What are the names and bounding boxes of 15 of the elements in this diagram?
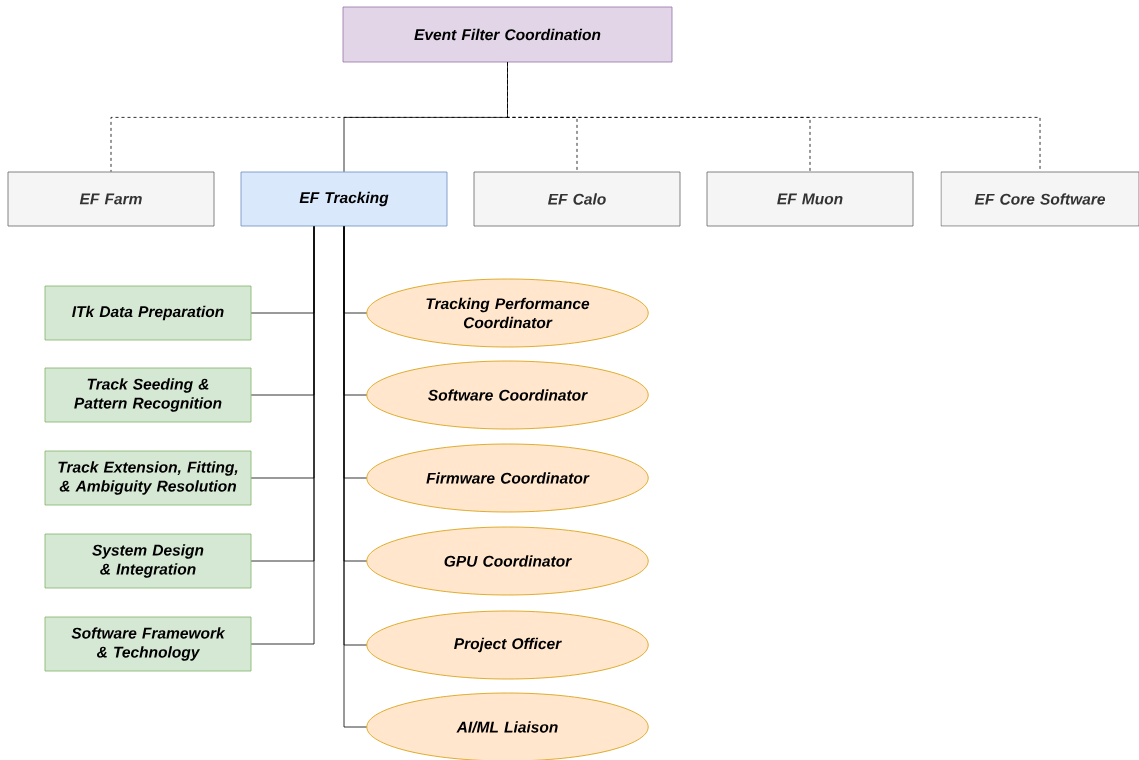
connector-line bbox=[507, 62, 1041, 172]
org-box: Event Filter Coordination bbox=[342, 6, 673, 63]
work-area-box: System Design & Integration bbox=[44, 533, 252, 589]
team-box: EF Tracking bbox=[240, 171, 448, 227]
work-area-box: Track Extension, Fitting, & Ambiguity Resolution bbox=[44, 450, 252, 506]
connector-line bbox=[251, 226, 315, 645]
team-box: EF Farm bbox=[7, 171, 215, 227]
connector-line bbox=[343, 226, 367, 728]
team-box: EF Core Software bbox=[940, 171, 1139, 227]
work-area-box: Software Framework & Technology bbox=[44, 616, 252, 672]
work-area-box: ITk Data Preparation bbox=[44, 285, 252, 341]
team-box: EF Muon bbox=[706, 171, 914, 227]
work-area-box: Track Seeding & Pattern Recognition bbox=[44, 367, 252, 423]
connector-line bbox=[343, 62, 508, 172]
team-box: EF Calo bbox=[473, 171, 681, 227]
